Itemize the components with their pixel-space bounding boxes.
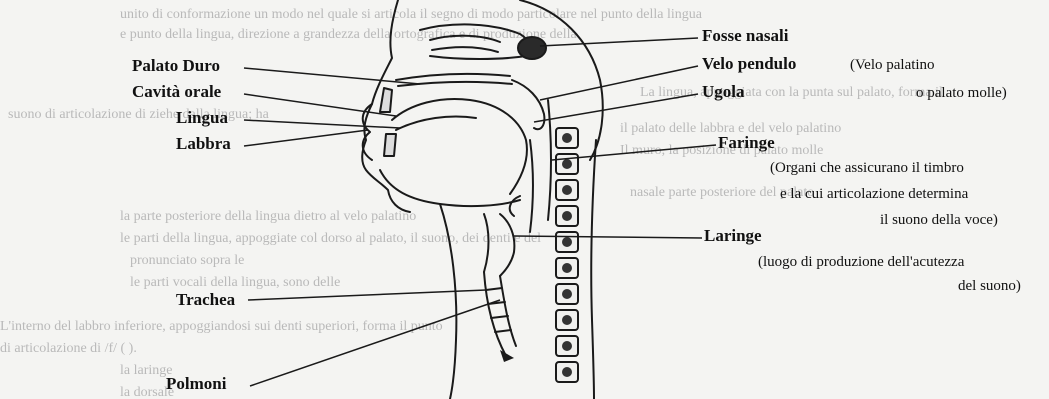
label-fosse-nasali: Fosse nasali: [702, 26, 788, 46]
pharynx: [548, 100, 551, 220]
lower-teeth: [384, 134, 396, 156]
sinus-dark: [518, 37, 546, 59]
larynx: [500, 214, 514, 276]
label-trachea: Trachea: [176, 290, 235, 310]
hard-palate: [396, 74, 510, 80]
label-faringe-note-2: e la cui articolazione determina: [780, 186, 968, 203]
jaw: [380, 170, 520, 206]
label-velo-note-2: o palato molle): [916, 85, 1007, 102]
upper-teeth: [380, 88, 392, 112]
leader-velo-pendulo: [540, 66, 698, 100]
neck-front: [440, 204, 456, 399]
label-ugola: Ugola: [702, 82, 745, 102]
leader-labbra: [244, 130, 368, 146]
leader-palato-duro: [244, 68, 420, 84]
label-velo-note-1: (Velo palatino: [850, 57, 935, 74]
label-laringe-note-1: (luogo di produzione dell'acutezza: [758, 254, 964, 271]
label-velo-pendulo: Velo pendulo: [702, 54, 796, 74]
label-laringe-note-2: del suono): [958, 278, 1021, 295]
leader-trachea: [248, 290, 486, 300]
leader-polmoni: [250, 300, 500, 386]
leader-fosse-nasali: [540, 38, 698, 46]
label-laringe: Laringe: [704, 226, 762, 246]
leader-ugola: [534, 94, 698, 122]
leader-lingua: [244, 120, 400, 128]
label-faringe-note-3: il suono della voce): [880, 212, 998, 229]
label-faringe-note-1: (Organi che assicurano il timbro: [770, 160, 964, 177]
label-palato-duro: Palato Duro: [132, 56, 220, 76]
tongue: [392, 99, 527, 194]
airflow-arrow: [500, 350, 514, 362]
leader-laringe: [514, 236, 702, 238]
label-lingua: Lingua: [176, 108, 228, 128]
label-polmoni: Polmoni: [166, 374, 226, 394]
neck-back: [591, 140, 596, 399]
nasal-cavity: [420, 24, 530, 59]
trachea-tube: [484, 272, 506, 356]
epiglottis: [510, 196, 520, 216]
label-labbra: Labbra: [176, 134, 231, 154]
label-cavita-orale: Cavità orale: [132, 82, 221, 102]
label-faringe: Faringe: [718, 133, 775, 153]
